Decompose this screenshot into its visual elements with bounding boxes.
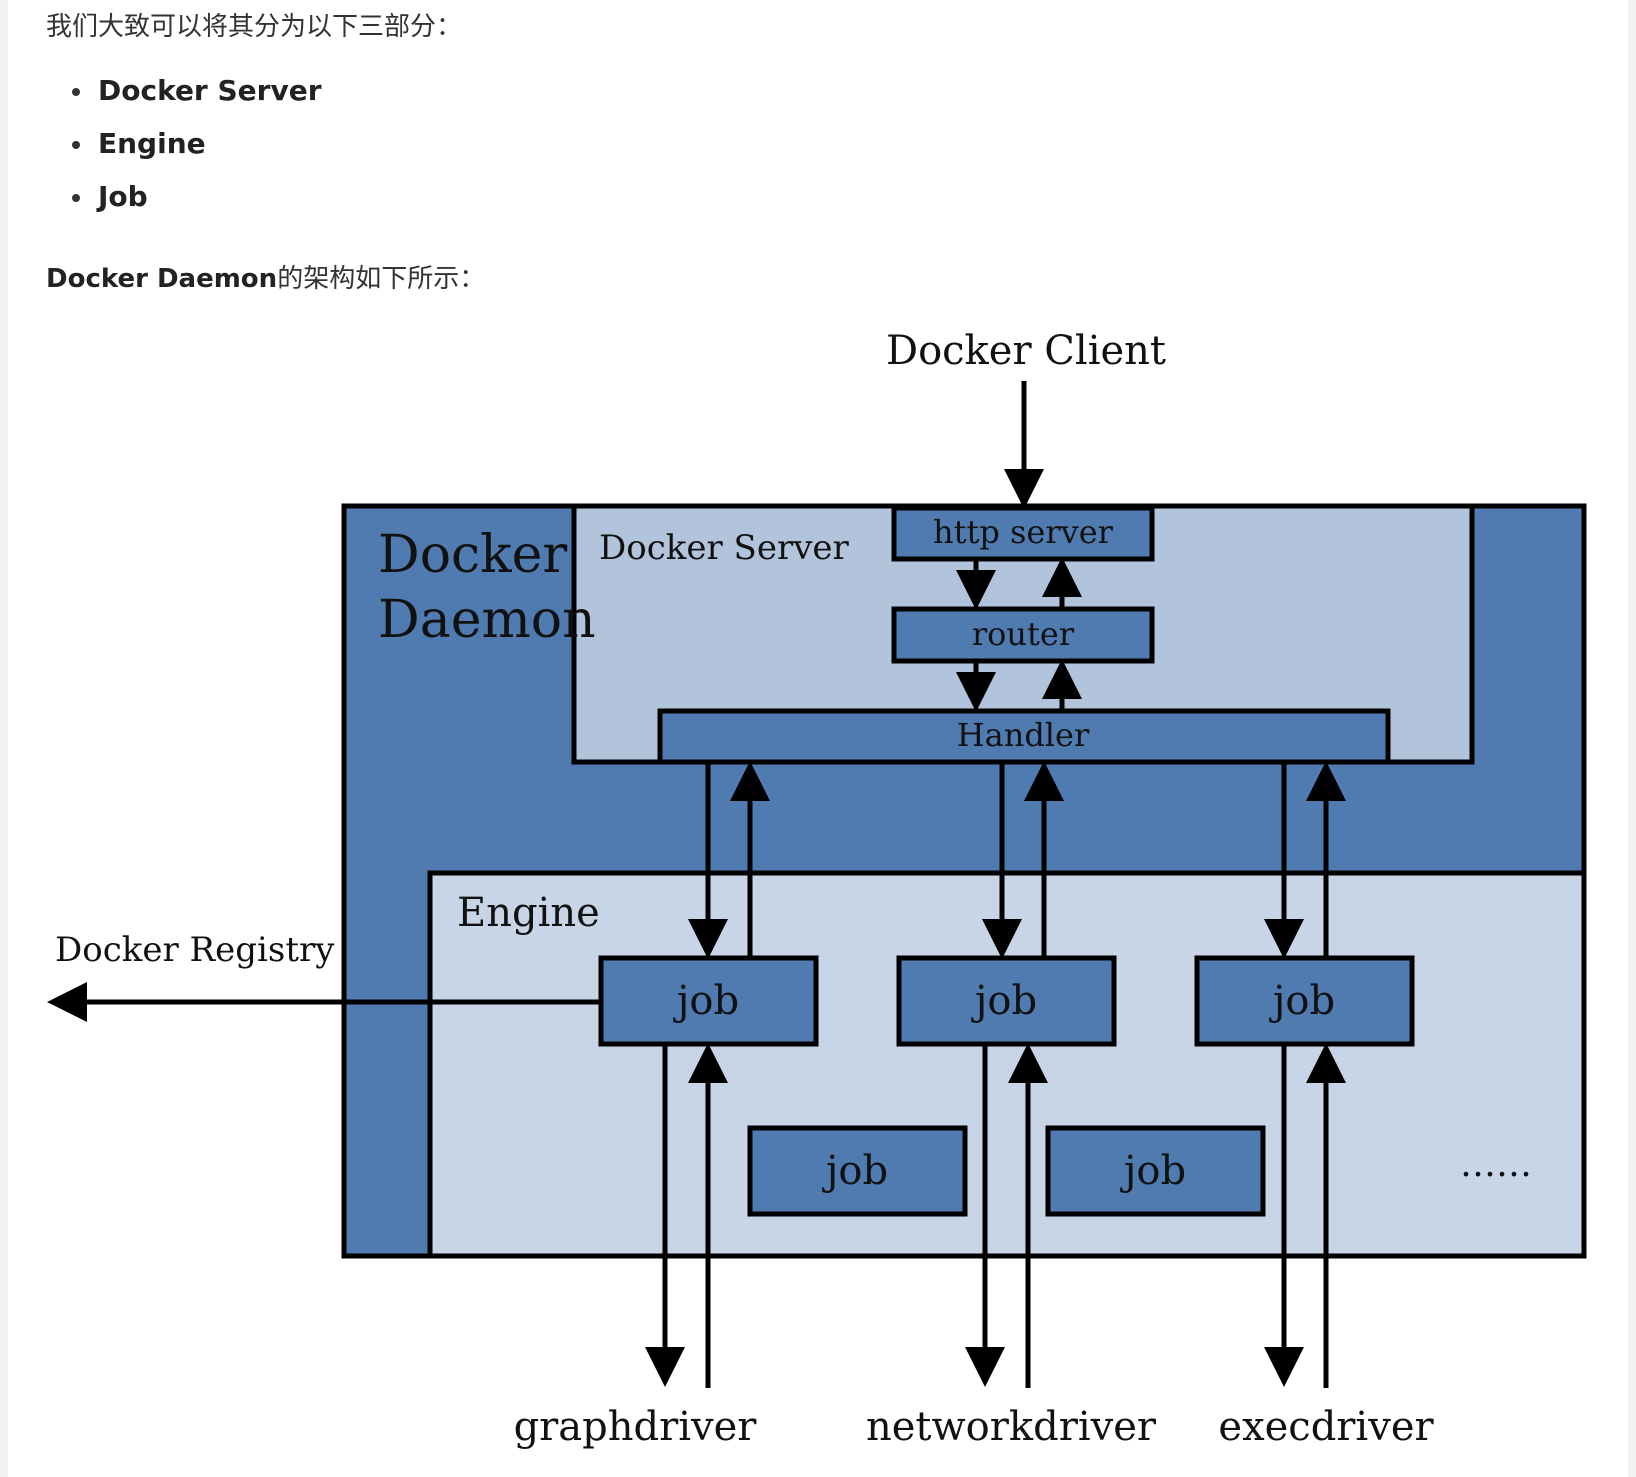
graphdriver-label: graphdriver <box>514 1404 758 1450</box>
http-server-label: http server <box>933 513 1114 551</box>
docker-server-label: Docker Server <box>599 528 850 568</box>
docker-daemon-label-line1: Docker <box>378 525 567 585</box>
job-label-5: job <box>1120 1148 1186 1194</box>
docker-registry-label: Docker Registry <box>55 930 335 970</box>
page-left-edge <box>0 0 8 1477</box>
job-label-2: job <box>971 978 1037 1024</box>
job-box-5 <box>1045 1125 1266 1217</box>
job-label-3: job <box>1269 978 1335 1024</box>
job-label-1: job <box>673 978 739 1024</box>
page-right-edge <box>1628 0 1636 1477</box>
architecture-intro-bold: Docker Daemon <box>46 264 278 294</box>
engine-label: Engine <box>457 890 600 936</box>
list-item-docker-server: Docker Server <box>70 64 322 117</box>
architecture-intro: Docker Daemon的架构如下所示： <box>46 258 485 295</box>
list-item-job: Job <box>70 170 322 223</box>
router-box <box>891 606 1155 664</box>
parts-list: Docker Server Engine Job <box>70 64 322 223</box>
handler-box <box>657 708 1391 765</box>
ellipsis-label: …… <box>1460 1144 1532 1185</box>
handler-label: Handler <box>957 716 1090 754</box>
docker-client-label: Docker Client <box>886 328 1166 374</box>
arrows <box>47 381 1346 1388</box>
http-server-box <box>891 505 1155 562</box>
engine-box <box>427 870 1587 1259</box>
networkdriver-label: networkdriver <box>866 1404 1157 1450</box>
job-box-4 <box>747 1125 968 1217</box>
intro-text: 我们大致可以将其分为以下三部分： <box>46 12 463 42</box>
job-box-3 <box>1194 955 1415 1047</box>
job-label-4: job <box>822 1148 888 1194</box>
list-item-engine: Engine <box>70 117 322 170</box>
architecture-intro-rest: 的架构如下所示： <box>277 264 486 294</box>
docker-daemon-label-line2: Daemon <box>378 590 596 650</box>
execdriver-label: execdriver <box>1218 1404 1434 1450</box>
router-label: router <box>972 615 1075 653</box>
